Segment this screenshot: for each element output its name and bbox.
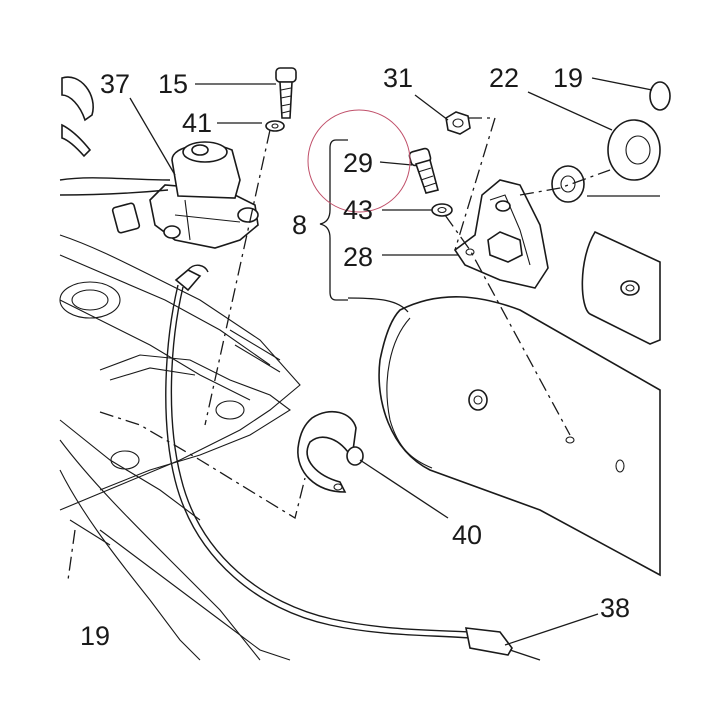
bracket-28 [453,179,549,289]
callout-19-top: 19 [553,63,583,93]
callout-40: 40 [452,520,482,550]
sensor-cable [165,264,541,661]
callout-19-bottom: 19 [80,621,110,651]
callout-22: 22 [489,63,519,93]
callout-15: 15 [158,69,188,99]
floor-panel [59,234,301,661]
callout-labels: 37 15 41 31 22 19 29 43 8 28 40 38 19 [80,63,630,651]
callout-41: 41 [182,108,212,138]
bolt-29 [408,147,439,194]
washer-41 [265,120,285,132]
clamp-40 [297,410,364,493]
callout-29: 29 [343,148,373,178]
washer-43 [431,203,453,217]
group-brace-8 [319,139,348,301]
callout-28: 28 [343,242,373,272]
nut-31 [445,111,471,135]
air-tank [378,230,661,577]
callout-8: 8 [292,210,307,240]
callout-37: 37 [100,69,130,99]
highlight-circle [307,109,411,213]
grommet-22 [551,81,671,203]
callout-31: 31 [383,63,413,93]
callout-38: 38 [600,593,630,623]
callout-43: 43 [343,195,373,225]
assembly-lines [67,117,611,581]
actuator-unit [59,141,259,249]
bolt-15 [275,67,297,119]
mounting-clip [61,76,141,234]
leader-lines [129,77,660,646]
